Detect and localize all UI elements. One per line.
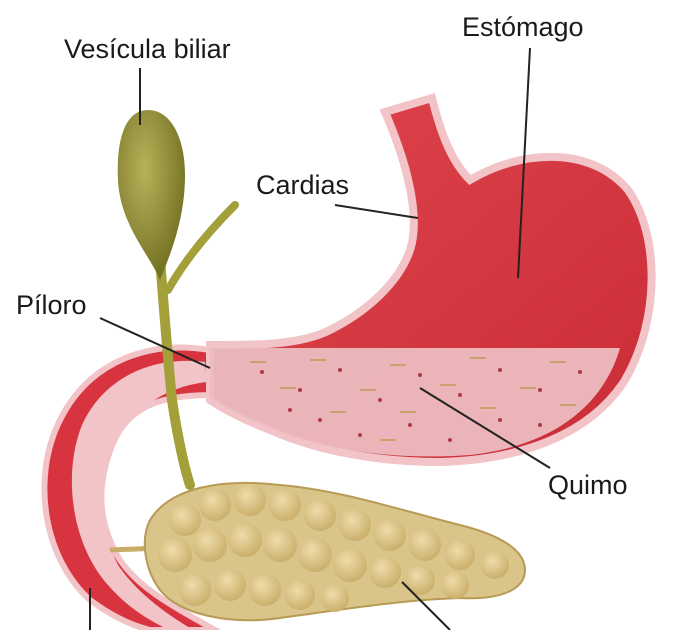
- leader-pancreas: [401, 581, 451, 631]
- duodenum-lining: [71, 360, 207, 628]
- label-quimo: Quimo: [548, 470, 628, 500]
- leader-piloro: [99, 317, 211, 369]
- leader-estomago: [517, 47, 531, 279]
- chyme-area: [210, 348, 620, 457]
- chyme-particles: [260, 368, 582, 442]
- label-cardias: Cardias: [256, 170, 350, 200]
- chyme-streaks: [250, 357, 576, 441]
- leader-quimo: [419, 387, 551, 469]
- hepatic-duct: [164, 201, 239, 294]
- leader-cardias: [334, 204, 419, 219]
- gallbladder: [117, 110, 185, 280]
- label-vesicula-biliar: Vesícula biliar: [64, 34, 231, 64]
- label-piloro: Píloro: [16, 290, 87, 320]
- label-estomago: Estómago: [462, 12, 584, 42]
- leader-lines: [89, 47, 551, 631]
- pancreas: [143, 481, 527, 622]
